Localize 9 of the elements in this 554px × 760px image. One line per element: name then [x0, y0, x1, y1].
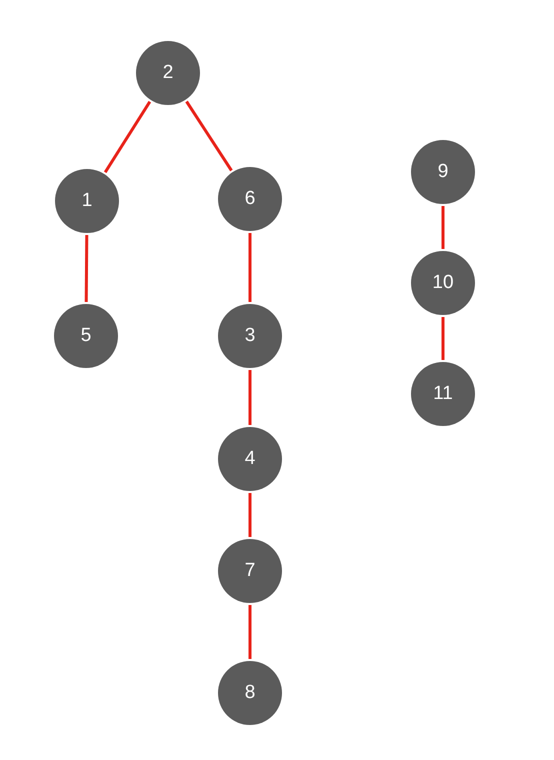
connector-line: [104, 100, 152, 174]
connector-line: [248, 605, 252, 659]
connector-line: [84, 234, 88, 302]
connector-line: [248, 370, 252, 425]
connector-line: [185, 100, 233, 172]
connector-line: [248, 493, 252, 537]
connector-line: [442, 206, 444, 249]
connector-line: [442, 317, 444, 360]
connector-line: [248, 233, 252, 302]
